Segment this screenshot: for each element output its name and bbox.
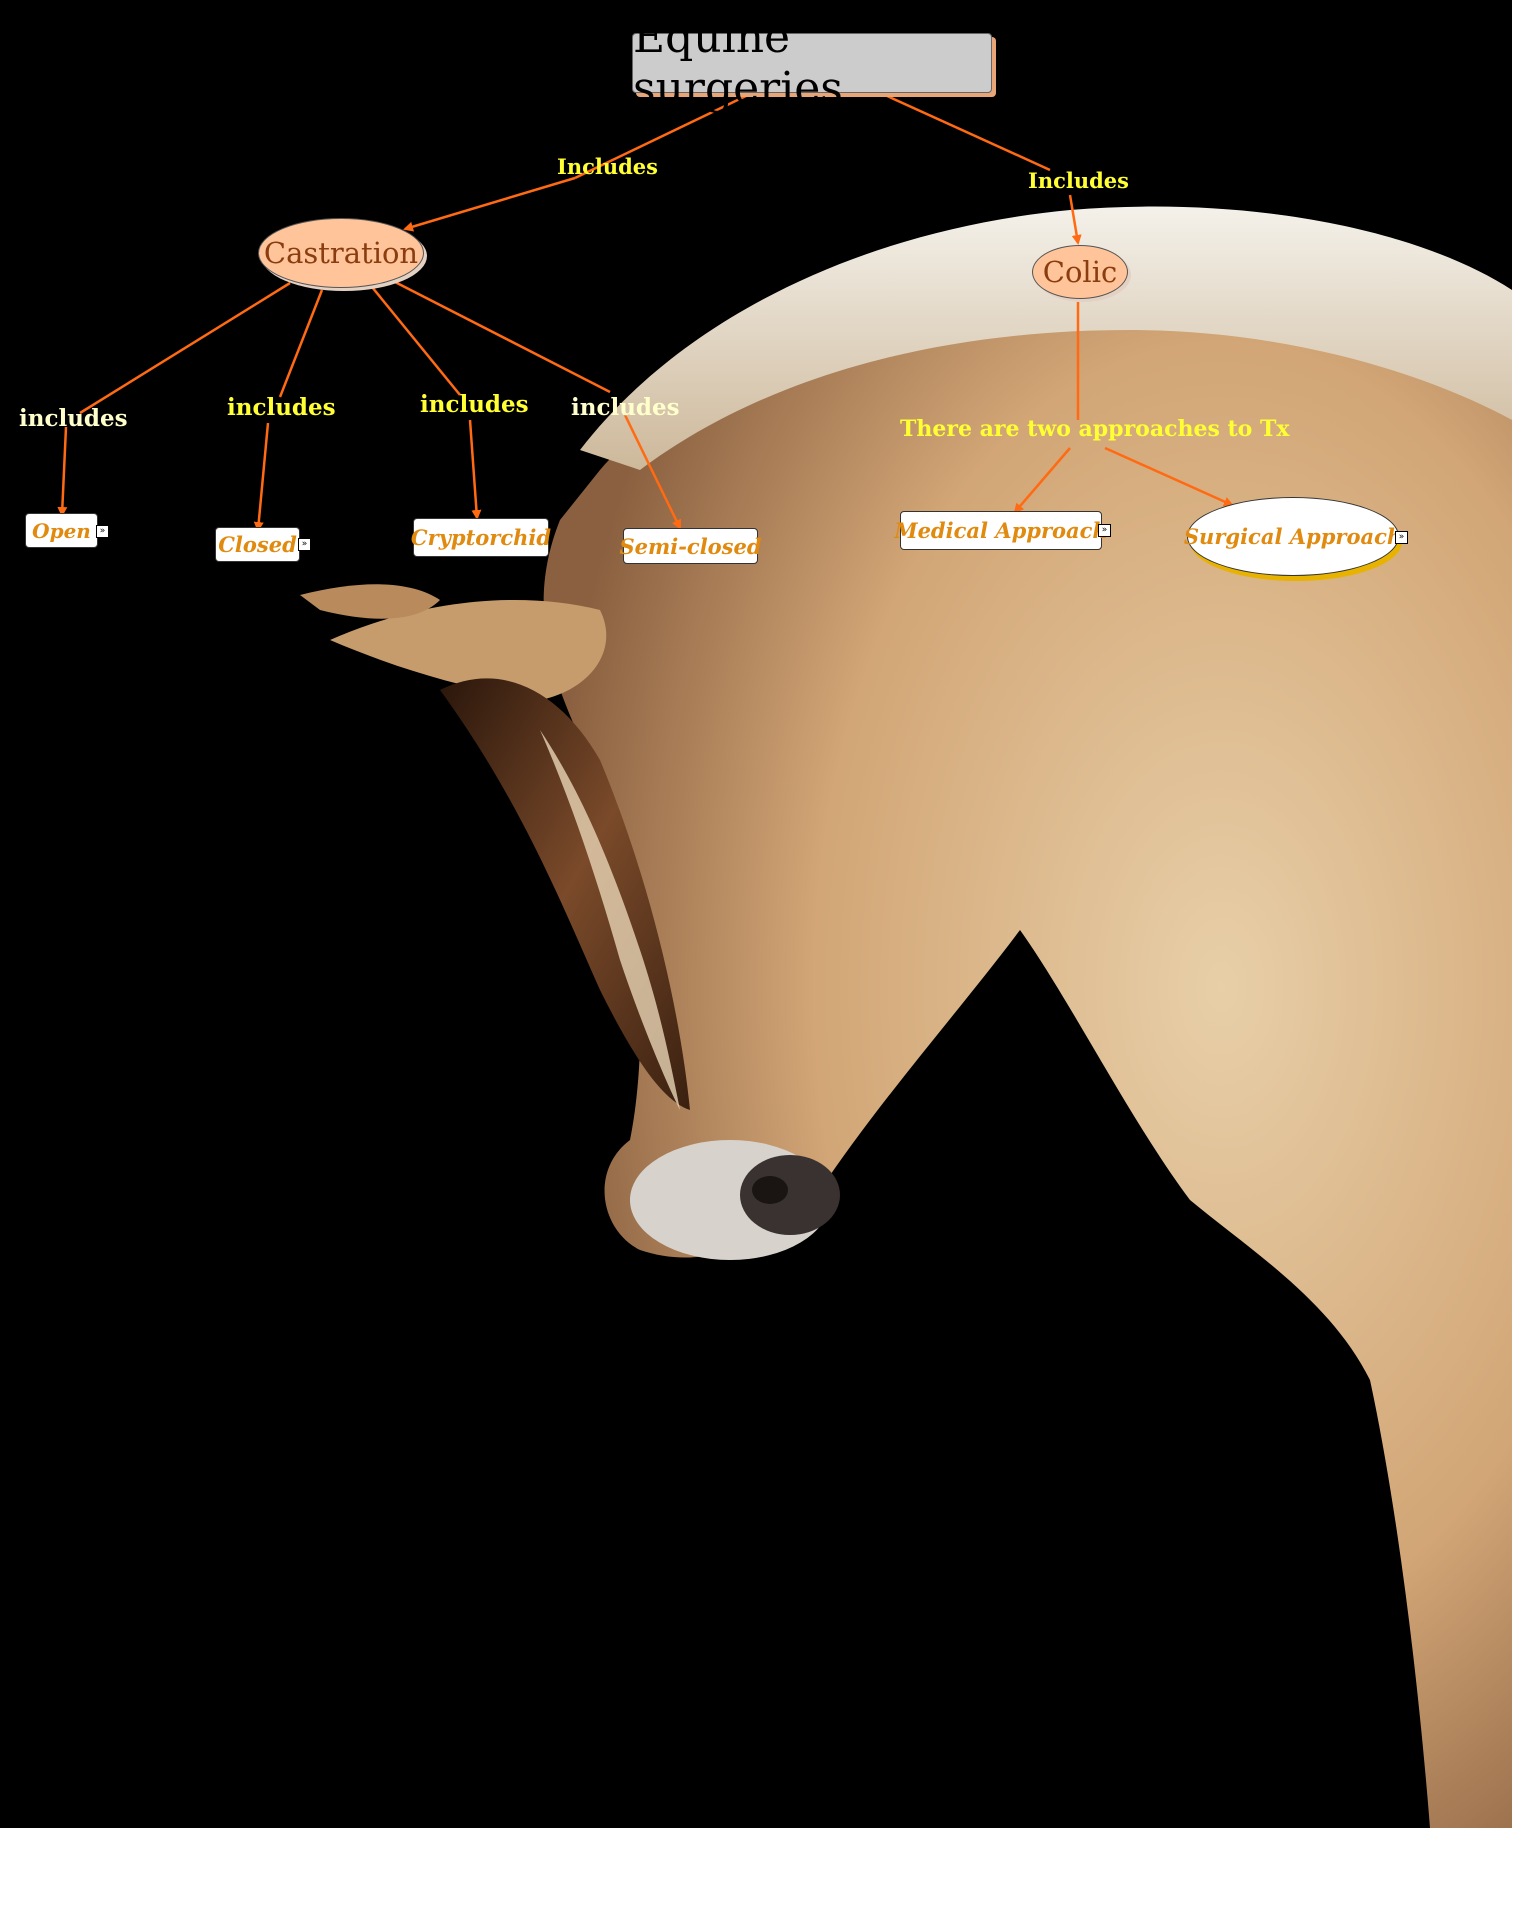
node-semi-closed[interactable]: Semi-closed (623, 528, 758, 564)
node-closed-label: Closed (218, 532, 297, 557)
edge-root-colic-b (1070, 195, 1078, 243)
link-arrow-icon[interactable]: » (96, 525, 109, 538)
node-colic[interactable]: Colic (1032, 245, 1128, 299)
edge-label-includes-closed: includes (227, 394, 336, 421)
edge-castration-open-b (62, 427, 66, 515)
edge-to-medical (1015, 448, 1070, 512)
edge-castration-cryptorchid-b (470, 420, 477, 518)
link-arrow-icon[interactable]: » (1395, 531, 1408, 544)
link-arrow-icon[interactable]: » (298, 538, 311, 551)
edge-label-includes-colic: Includes (1028, 168, 1129, 193)
node-medical-approach-label: Medical Approach (894, 518, 1107, 543)
link-arrow-icon[interactable]: » (1098, 524, 1111, 537)
title-node[interactable]: Equine surgeries (632, 33, 992, 93)
node-colic-label: Colic (1043, 255, 1117, 289)
node-open-label: Open (32, 519, 91, 543)
edge-castration-semiclosed-a (395, 282, 610, 392)
node-cryptorchid[interactable]: Cryptorchid (413, 518, 549, 557)
node-surgical-approach-label: Surgical Approach (1184, 524, 1402, 549)
edge-label-two-approaches: There are two approaches to Tx (900, 416, 1290, 442)
node-castration[interactable]: Castration (258, 218, 424, 288)
edge-label-includes-open: includes (19, 405, 128, 432)
edge-castration-cryptorchid-a (372, 287, 460, 395)
node-open[interactable]: Open (25, 513, 98, 548)
node-semi-closed-label: Semi-closed (619, 534, 761, 559)
node-castration-label: Castration (264, 236, 418, 270)
edge-castration-semiclosed-b (625, 415, 680, 528)
node-cryptorchid-label: Cryptorchid (411, 525, 551, 550)
edge-root-castration-b (405, 178, 575, 229)
edge-label-includes-semi-closed: includes (571, 394, 680, 421)
edge-to-surgical (1105, 448, 1232, 505)
edge-label-includes-cryptorchid: includes (420, 391, 529, 418)
edge-label-includes-castration: Includes (557, 154, 658, 179)
node-medical-approach[interactable]: Medical Approach (900, 511, 1102, 550)
edge-castration-closed-b (258, 423, 268, 530)
node-surgical-approach[interactable]: Surgical Approach (1187, 497, 1399, 576)
edge-castration-closed-a (280, 290, 322, 397)
node-closed[interactable]: Closed (215, 527, 300, 562)
